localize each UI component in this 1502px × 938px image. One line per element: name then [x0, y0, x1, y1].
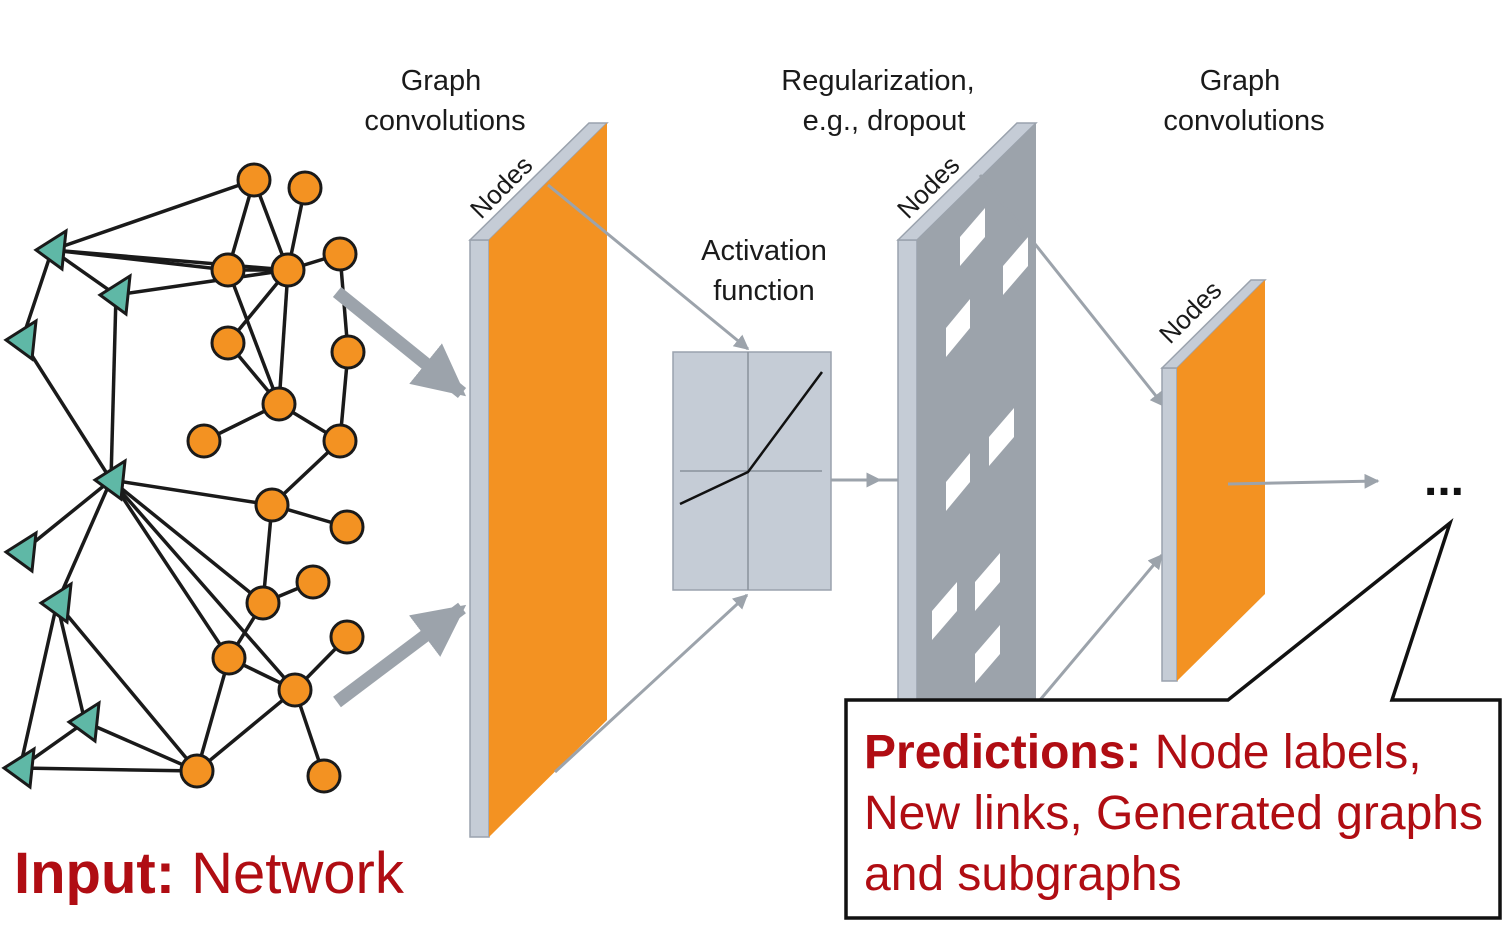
network-edge — [109, 479, 231, 659]
network-edge — [84, 720, 198, 773]
network-nodes — [1, 162, 366, 794]
network-edge — [20, 339, 113, 481]
triangle-node-icon — [38, 581, 73, 625]
network-edge — [115, 268, 289, 297]
circle-node-icon — [186, 423, 222, 459]
network-edge — [277, 269, 290, 405]
network-edge — [55, 602, 87, 723]
predictions-caption: Predictions: Node labels, New links, Gen… — [864, 722, 1484, 905]
circle-node-icon — [329, 509, 365, 545]
network-edge — [55, 479, 113, 604]
conv-layer-2: Nodes — [1153, 275, 1267, 682]
network-edge — [51, 248, 289, 272]
circle-node-icon — [306, 758, 342, 794]
conv2-label-line1: Graph — [1200, 65, 1281, 97]
dropout-holes — [932, 208, 1028, 683]
conv1-label-line1: Graph — [401, 65, 482, 97]
ellipsis: ... — [1424, 453, 1464, 506]
network-edge — [110, 478, 273, 507]
triangle-node-icon — [33, 228, 68, 272]
triangle-node-icon — [97, 273, 132, 317]
input-caption: Input: Network — [14, 840, 404, 907]
activation-function-box — [672, 351, 832, 591]
network-edge — [20, 478, 113, 554]
network-edge — [195, 657, 231, 772]
reg-label-line1: Regularization, — [781, 65, 974, 97]
circle-node-icon — [330, 334, 366, 370]
network-edge — [226, 269, 281, 405]
circle-node-icon — [322, 423, 358, 459]
relu-curve — [679, 371, 824, 506]
input-caption-text: Network — [175, 841, 404, 906]
circle-node-icon — [287, 170, 323, 206]
conv-layer-1: Nodes — [464, 122, 609, 838]
activation-label-line1: Activation — [701, 235, 827, 267]
network-edge — [18, 602, 59, 769]
circle-node-icon — [295, 564, 331, 600]
arrow — [1038, 553, 1164, 701]
circle-node-icon — [210, 252, 246, 288]
circle-node-icon — [261, 386, 297, 422]
circle-node-icon — [254, 487, 290, 523]
triangle-node-icon — [1, 746, 36, 790]
circle-node-icon — [270, 252, 306, 288]
circle-node-icon — [211, 640, 247, 676]
predictions-caption-text: Node labels, New links, Generated graphs… — [864, 726, 1483, 901]
network-edge — [195, 688, 297, 773]
network-edge — [55, 601, 199, 773]
network-edge — [51, 178, 255, 252]
triangle-node-icon — [3, 318, 38, 362]
circle-node-icon — [179, 753, 215, 789]
reg-label-line2: e.g., dropout — [803, 105, 966, 137]
activation-label-line2: function — [713, 275, 815, 307]
triangle-node-icon — [66, 700, 101, 744]
circle-node-icon — [322, 236, 358, 272]
arrow — [553, 593, 749, 774]
input-caption-bold: Input: — [14, 841, 176, 906]
conv2-label-line2: convolutions — [1163, 105, 1324, 137]
dropout-layer: Nodes — [891, 122, 1038, 701]
circle-node-icon — [210, 325, 246, 361]
arrow — [547, 183, 750, 351]
input-arrows — [332, 286, 467, 708]
network-edge — [109, 478, 265, 605]
circle-node-icon — [329, 619, 365, 655]
network-edge — [109, 294, 118, 481]
layer-labels: Graph convolutions Activation function R… — [364, 65, 1324, 307]
predictions-caption-bold: Predictions: — [864, 726, 1142, 779]
conv1-label-line2: convolutions — [364, 105, 525, 137]
input-network — [1, 162, 366, 794]
triangle-node-icon — [3, 530, 38, 574]
network-edge — [19, 766, 198, 773]
arrow — [978, 174, 1166, 408]
output-arrow — [1227, 473, 1380, 489]
predictions-callout — [844, 517, 1502, 920]
triangle-node-icon — [92, 458, 127, 502]
circle-node-icon — [245, 585, 281, 621]
circle-node-icon — [236, 162, 272, 198]
network-edge — [109, 478, 297, 692]
circle-node-icon — [277, 672, 313, 708]
